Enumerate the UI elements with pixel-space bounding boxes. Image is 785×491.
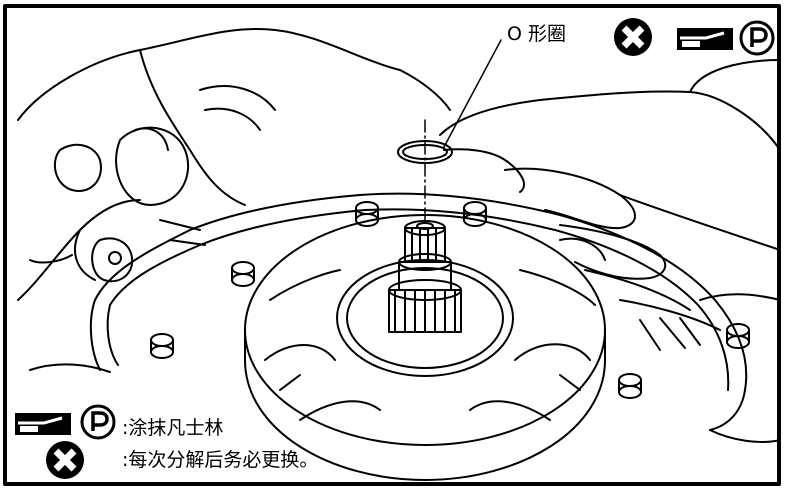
legend-replace-text: :每次分解后务必更换。: [122, 449, 319, 471]
petroleum-jelly-icon: [80, 404, 116, 440]
outer-border: [3, 4, 781, 486]
grease-tube-icon: [677, 28, 733, 50]
hand: [439, 59, 781, 351]
grease-tube-icon: [15, 413, 71, 435]
o-ring: [397, 140, 453, 164]
oil-pump-body: [244, 214, 606, 481]
left-housing-outline: [17, 28, 451, 301]
case-flange-gasket: [94, 192, 748, 431]
replace-cross-icon: [46, 441, 84, 479]
callout-leader: [443, 39, 502, 148]
replace-cross-icon: [614, 18, 652, 56]
flange-bolts: [150, 201, 750, 399]
legend-petroleum-jelly-text: :涂抹凡士林: [122, 417, 224, 439]
input-shaft: [388, 220, 462, 333]
o-ring-label: O 形圈: [507, 23, 566, 45]
petroleum-jelly-icon: [739, 20, 775, 56]
